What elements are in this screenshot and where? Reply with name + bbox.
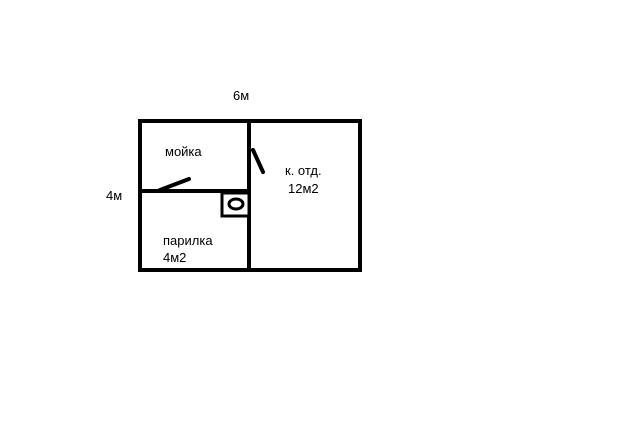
height-dimension-label: 4м (106, 188, 122, 203)
room-label: к. отд. (285, 163, 322, 178)
width-dimension-label: 6м (233, 88, 249, 103)
room-label: парилка (163, 233, 213, 248)
room-label: мойка (165, 144, 202, 159)
room-area-label: 4м2 (163, 250, 186, 265)
room-rest: к. отд. 12м2 (285, 163, 322, 196)
stove-icon (220, 191, 251, 218)
door-icon (251, 148, 265, 174)
room-steam: парилка 4м2 (163, 233, 213, 265)
door-icon (158, 177, 191, 192)
room-area-label: 12м2 (288, 181, 319, 196)
room-wash: мойка (165, 144, 202, 159)
doors (158, 148, 265, 192)
